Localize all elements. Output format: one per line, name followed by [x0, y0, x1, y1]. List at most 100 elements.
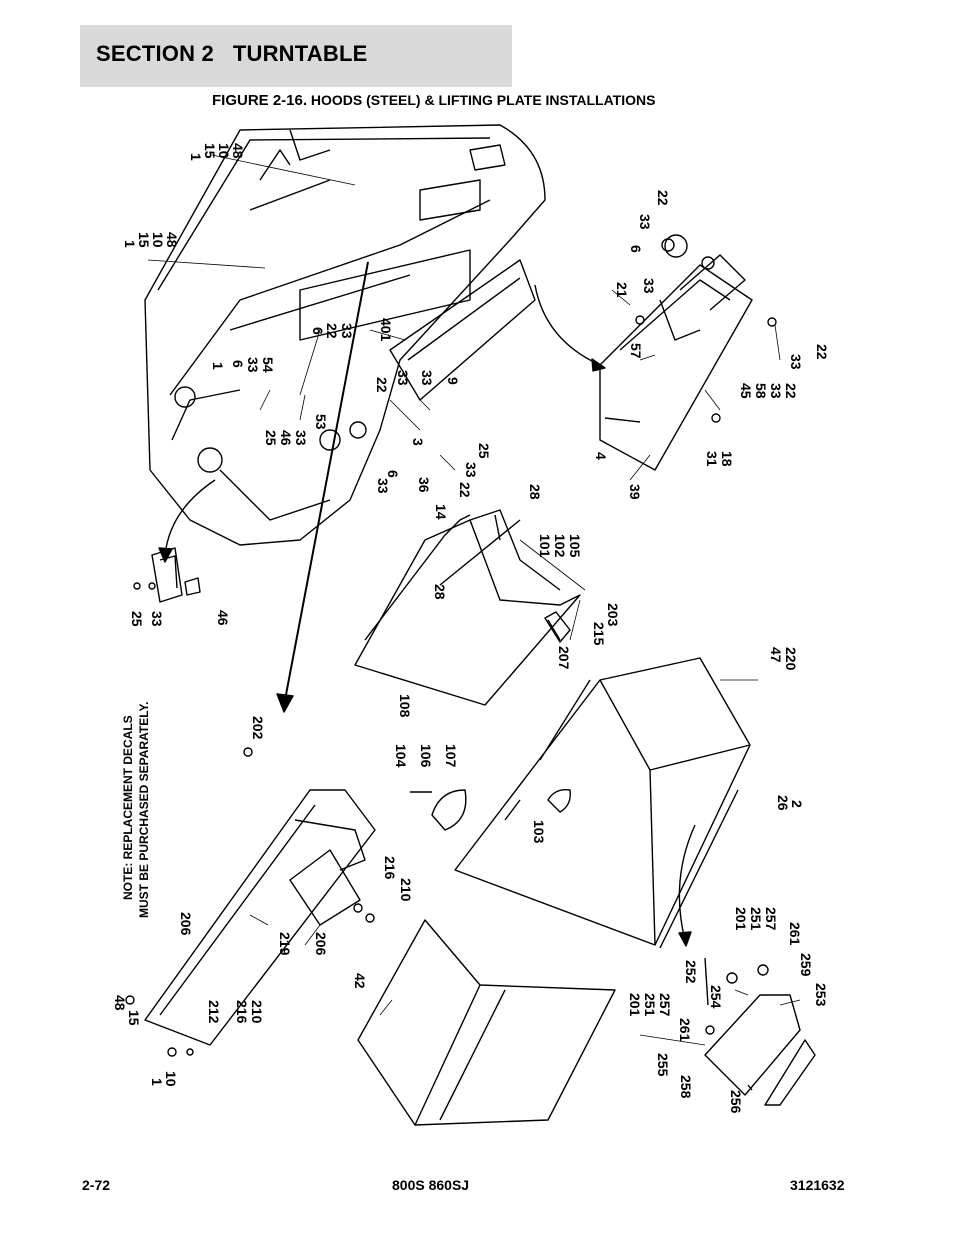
callout: 206: [178, 912, 194, 936]
callout: 22: [655, 190, 671, 206]
section-header: SECTION 2 TURNTABLE: [80, 25, 512, 87]
callout: 2: [789, 800, 805, 808]
callout: 103: [531, 820, 547, 844]
callout: 33: [768, 383, 784, 399]
callout: 22: [374, 377, 390, 393]
callout: 36: [416, 477, 432, 493]
callout: 254: [708, 985, 724, 1009]
callout: 105: [567, 534, 583, 558]
callout: 6: [230, 360, 246, 368]
callout: 33: [149, 611, 165, 627]
callout: 206: [313, 932, 329, 956]
callout: 1: [188, 153, 204, 161]
callout: 256: [728, 1090, 744, 1114]
callout: 220: [783, 647, 799, 671]
note-line-1: NOTE: REPLACEMENT DECALS: [121, 715, 135, 900]
callout: 106: [418, 744, 434, 768]
callout: 203: [605, 603, 621, 627]
lifting-plate-assembly: [599, 234, 777, 471]
callout: 201: [627, 993, 643, 1017]
callout: 255: [655, 1053, 671, 1077]
callout: 46: [215, 610, 231, 626]
rear-hood-cover: [357, 919, 616, 1126]
callout: 257: [657, 993, 673, 1017]
hood-frame: [354, 509, 581, 706]
callout: 28: [527, 484, 543, 500]
replacement-decals-note: NOTE: REPLACEMENT DECALS MUST BE PURCHAS…: [121, 702, 151, 918]
callout: 6: [310, 327, 326, 335]
callout: 33: [293, 430, 309, 446]
callout: 401: [378, 318, 394, 342]
callout: 48: [230, 143, 246, 159]
callout: 9: [445, 377, 461, 385]
hood-hinge-bracket: [133, 547, 201, 603]
hinge-plate: [125, 747, 376, 1057]
callout: 48: [112, 995, 128, 1011]
callout: 25: [129, 611, 145, 627]
callout: 107: [443, 744, 459, 768]
callout: 10: [216, 143, 232, 159]
callout: 251: [748, 907, 764, 931]
callout: 33: [395, 370, 411, 386]
callout: 215: [591, 622, 607, 646]
callout: 1: [210, 362, 226, 370]
callout: 210: [249, 1000, 265, 1024]
callout: 46: [278, 430, 294, 446]
callout: 28: [432, 584, 448, 600]
callout: 261: [677, 1018, 693, 1042]
callout-numbers: 1 15 10 48 1 15 10 48 6 22 33 401 1 6 33…: [112, 143, 830, 1114]
callout: 53: [313, 414, 329, 430]
callout: 22: [783, 383, 799, 399]
callout: 207: [556, 646, 572, 670]
lifting-bail: [704, 957, 816, 1106]
callout: 108: [397, 694, 413, 718]
callout: 210: [398, 878, 414, 902]
callout: 33: [339, 323, 355, 339]
callout: 6: [628, 245, 644, 253]
callout: 25: [263, 430, 279, 446]
callout: 26: [775, 795, 791, 811]
callout: 101: [537, 534, 553, 558]
callout: 253: [813, 983, 829, 1007]
callout: 216: [382, 856, 398, 880]
page-number: 2-72: [82, 1177, 111, 1193]
callout: 251: [642, 993, 658, 1017]
callout: 261: [787, 922, 803, 946]
callout: 201: [733, 907, 749, 931]
callout: 31: [704, 451, 720, 467]
callout: 104: [393, 744, 409, 768]
callout: 10: [163, 1071, 179, 1087]
callout: 1: [122, 240, 138, 248]
hood-latch-parts: [410, 611, 571, 831]
callout: 259: [798, 953, 814, 977]
callout: 10: [150, 232, 166, 248]
callout: 4: [593, 452, 609, 460]
callout: 54: [260, 357, 276, 373]
callout: 21: [614, 282, 630, 298]
figure-caption-lead: FIGURE 2-16.: [212, 92, 308, 109]
callout: 258: [678, 1075, 694, 1099]
callout: 33: [788, 354, 804, 370]
leader-lines: [147, 154, 801, 1046]
callout: 14: [433, 504, 449, 520]
callout: 3: [410, 438, 426, 446]
callout: 6: [385, 470, 401, 478]
turntable-body: [144, 124, 546, 546]
callout: 15: [126, 1010, 142, 1026]
callout: 22: [457, 482, 473, 498]
callout: 18: [719, 451, 735, 467]
callout: 1: [149, 1078, 165, 1086]
callout: 219: [277, 932, 293, 956]
callout: 102: [552, 534, 568, 558]
callout: 212: [206, 1000, 222, 1024]
figure-caption-title: HOODS (STEEL) & LIFTING PLATE INSTALLATI…: [310, 92, 656, 108]
hood-cover: [454, 657, 751, 949]
callout: 45: [738, 383, 754, 399]
model-number: 800S 860SJ: [392, 1177, 470, 1193]
callout: 57: [628, 343, 644, 359]
callout: 22: [814, 344, 830, 360]
diagram-linework: [125, 124, 816, 1126]
callout: 33: [637, 214, 653, 230]
callout: 216: [234, 1000, 250, 1024]
note-line-2: MUST BE PURCHASED SEPARATELY.: [137, 702, 151, 918]
